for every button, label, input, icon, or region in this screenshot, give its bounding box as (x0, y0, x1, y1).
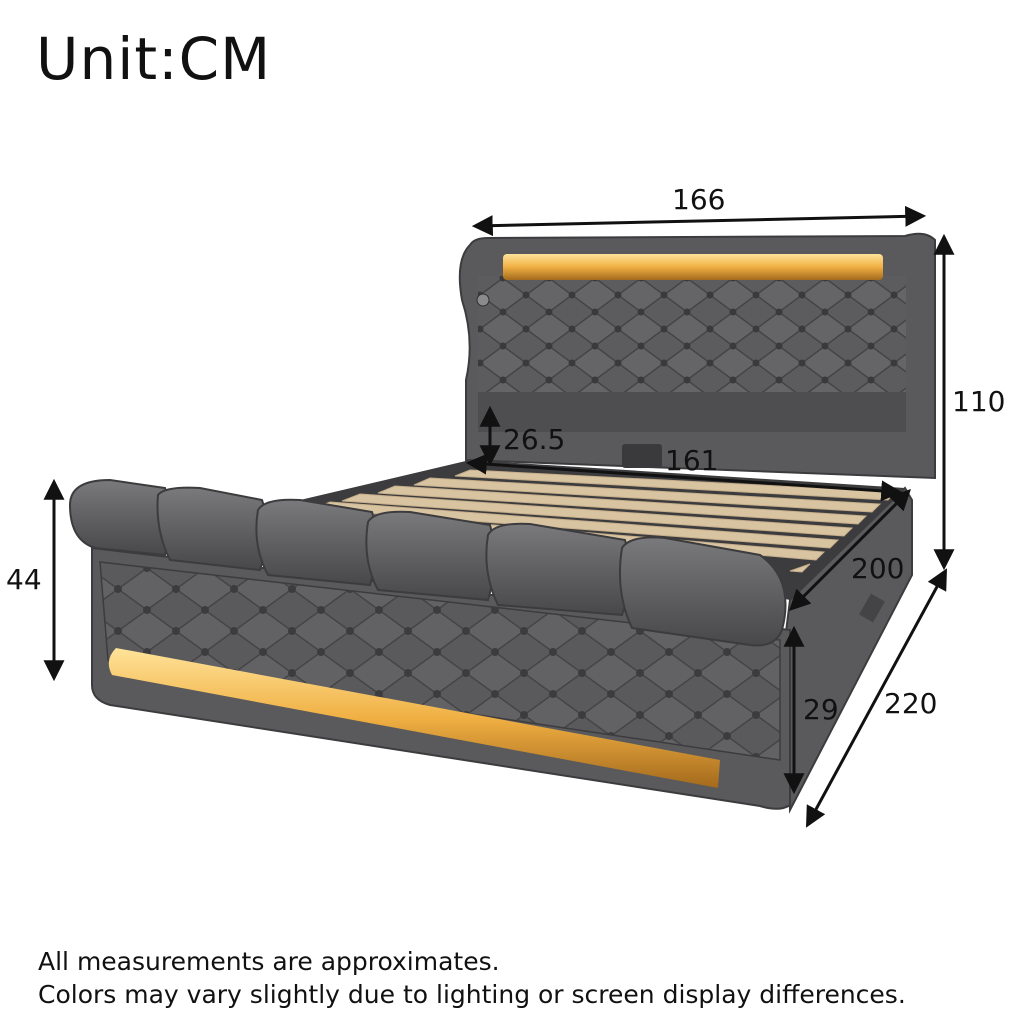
footboard-led-strip (108, 648, 721, 788)
unit-title: Unit:CM (36, 25, 272, 93)
note-line-2: Colors may vary slightly due to lighting… (38, 980, 906, 1009)
footboard-roll (68, 478, 787, 647)
length-label: 220 (884, 687, 938, 720)
inner-length-label: 200 (851, 552, 905, 585)
inner-width-arrow (465, 453, 903, 502)
footboard-height-label: 44 (6, 563, 42, 596)
dimension-lines (43, 205, 955, 828)
height-label: 110 (952, 385, 1006, 418)
power-outlet-icon (622, 444, 662, 468)
width-label: 166 (672, 183, 726, 216)
note-line-1: All measurements are approximates. (38, 947, 500, 976)
headboard-led-strip (503, 254, 883, 280)
headboard-clearance-label: 26.5 (503, 423, 566, 456)
length-arrow (805, 568, 948, 828)
usb-port-icon (476, 293, 490, 307)
disclaimer-notes: All measurements are approximates. Color… (38, 945, 906, 1011)
rail-height-label: 29 (803, 693, 839, 726)
width-arrow (471, 205, 927, 237)
inner-width-label: 161 (665, 444, 719, 477)
